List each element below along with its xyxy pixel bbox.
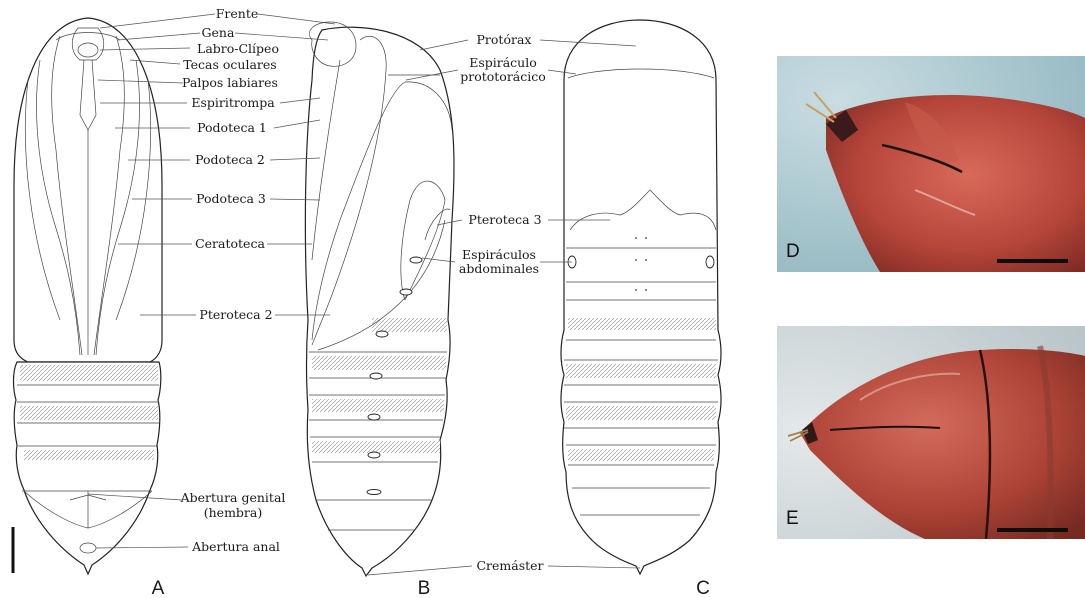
label-gena: Gena (202, 25, 235, 40)
label-espiritrompa: Espiritrompa (191, 95, 275, 110)
label-espiraculos: Espiráculos (462, 247, 536, 262)
label-ceratoteca: Ceratoteca (195, 236, 265, 251)
label-labro-clipeo: Labro-Clípeo (197, 41, 279, 56)
label-cremaster: Cremáster (476, 558, 543, 573)
pupa-dorsal-drawing (561, 20, 721, 574)
label-podoteca-1: Podoteca 1 (197, 120, 267, 135)
panel-label-a: A (152, 578, 165, 598)
label-podoteca-2: Podoteca 2 (195, 152, 265, 167)
label-abertura-genital-hembra: (hembra) (204, 505, 262, 520)
label-espiraculo: Espiráculo (469, 55, 537, 70)
label-espiraculos-abdominales: abdominales (459, 261, 539, 276)
panel-label-d: D (786, 241, 800, 262)
panel-label-e: E (786, 508, 799, 529)
label-podoteca-3: Podoteca 3 (196, 191, 266, 206)
label-espiraculo-prototoracico: prototorácico (460, 69, 546, 84)
label-palpos-labiares: Palpos labiares (182, 75, 278, 90)
label-protorax: Protórax (477, 32, 532, 47)
label-pteroteca-3: Pteroteca 3 (468, 212, 541, 227)
photo-d: D (777, 56, 1085, 272)
label-abertura-anal: Abertura anal (191, 539, 280, 554)
label-frente: Frente (216, 6, 259, 21)
pupa-lateral-drawing (305, 22, 454, 576)
panel-label-b: B (418, 578, 431, 598)
label-pteroteca-2: Pteroteca 2 (199, 307, 272, 322)
photo-e: E (777, 326, 1085, 539)
label-abertura-genital: Abertura genital (180, 490, 286, 505)
panel-label-c: C (696, 578, 710, 598)
label-tecas-oculares: Tecas oculares (183, 57, 276, 72)
pupa-ventral-drawing (14, 18, 163, 574)
